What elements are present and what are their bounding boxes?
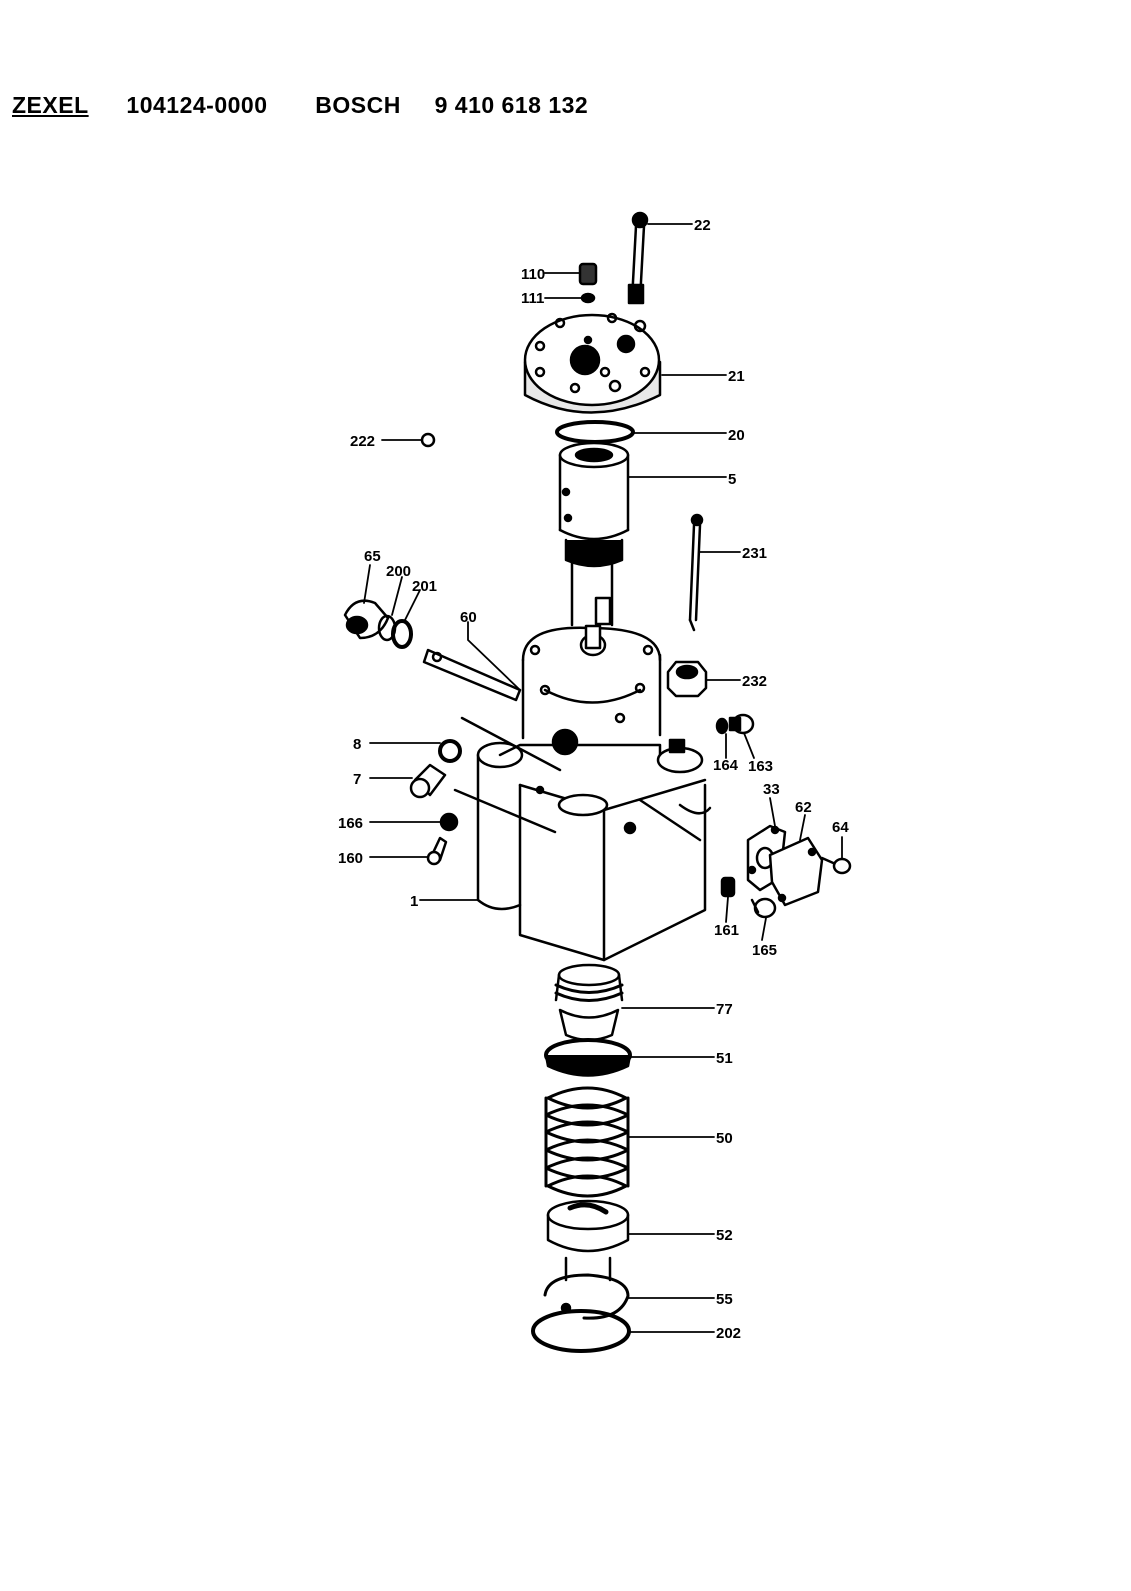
label-161: 161: [714, 922, 739, 939]
label-164: 164: [713, 757, 739, 774]
label-33: 33: [763, 781, 780, 798]
seal-201: [391, 619, 413, 649]
plug-163: [728, 713, 755, 735]
label-50: 50: [716, 1130, 733, 1147]
label-64: 64: [832, 819, 849, 836]
leader-lines: [363, 223, 843, 1333]
label-51: 51: [716, 1050, 733, 1067]
spring-seat-52: [546, 1199, 630, 1282]
label-8: 8: [353, 736, 361, 753]
spring-seat-51: [544, 1038, 632, 1077]
stud-231: [688, 513, 704, 632]
housing-top: [521, 624, 662, 756]
zexel-brand: ZEXEL: [12, 92, 89, 118]
label-160: 160: [338, 850, 363, 867]
cover-62: [768, 836, 824, 907]
label-60: 60: [460, 609, 477, 626]
label-52: 52: [716, 1227, 733, 1244]
label-77: 77: [716, 1001, 733, 1018]
o-ring-20: [555, 420, 635, 444]
bosch-brand: BOSCH: [315, 92, 401, 118]
label-22: 22: [694, 217, 711, 234]
label-111: 111: [521, 290, 544, 307]
label-62: 62: [795, 799, 812, 816]
retaining-ring-55: [543, 1273, 630, 1320]
cover-plate-21: [523, 312, 662, 414]
washer-161: [720, 876, 736, 898]
label-200: 200: [386, 563, 411, 580]
ball-222: [420, 432, 436, 448]
label-232: 232: [742, 673, 767, 690]
bolt-160: [426, 836, 448, 866]
part-labels: 22 110 111 21 222 20 5 231 65 200 201 60…: [338, 217, 849, 1342]
label-165: 165: [752, 942, 777, 959]
o-ring-202: [531, 1309, 631, 1353]
plug-165: [750, 897, 777, 919]
label-110: 110: [521, 266, 545, 283]
label-20: 20: [728, 427, 745, 444]
label-65: 65: [364, 548, 381, 565]
label-222: 222: [350, 433, 375, 450]
label-166: 166: [338, 815, 363, 832]
label-7: 7: [353, 771, 361, 788]
plug-7: [409, 763, 447, 799]
washer-164: [715, 717, 729, 735]
barrel-5: [558, 441, 630, 627]
label-21: 21: [728, 368, 745, 385]
housing-1: [453, 716, 712, 962]
fitting-22: [627, 211, 649, 305]
label-201: 201: [412, 578, 437, 595]
label-163: 163: [748, 758, 773, 775]
fitting-65: [343, 599, 390, 640]
label-55: 55: [716, 1291, 733, 1308]
seal-8: [438, 739, 462, 763]
lever-60: [422, 648, 522, 702]
document-header: ZEXEL 104124-0000 BOSCH 9 410 618 132: [12, 92, 588, 119]
label-1: 1: [410, 893, 418, 910]
label-231: 231: [742, 545, 767, 562]
tappet-77: [554, 963, 624, 1042]
screw-64: [820, 856, 852, 875]
zexel-part-number: 104124-0000: [126, 92, 268, 118]
spring-50: [544, 1086, 630, 1198]
bolt-110: [578, 262, 598, 286]
washer-166: [439, 812, 459, 832]
washer-111: [580, 292, 596, 304]
label-202: 202: [716, 1325, 741, 1342]
bosch-part-number: 9 410 618 132: [434, 92, 589, 118]
nut-232: [666, 660, 708, 698]
label-5: 5: [728, 471, 736, 488]
